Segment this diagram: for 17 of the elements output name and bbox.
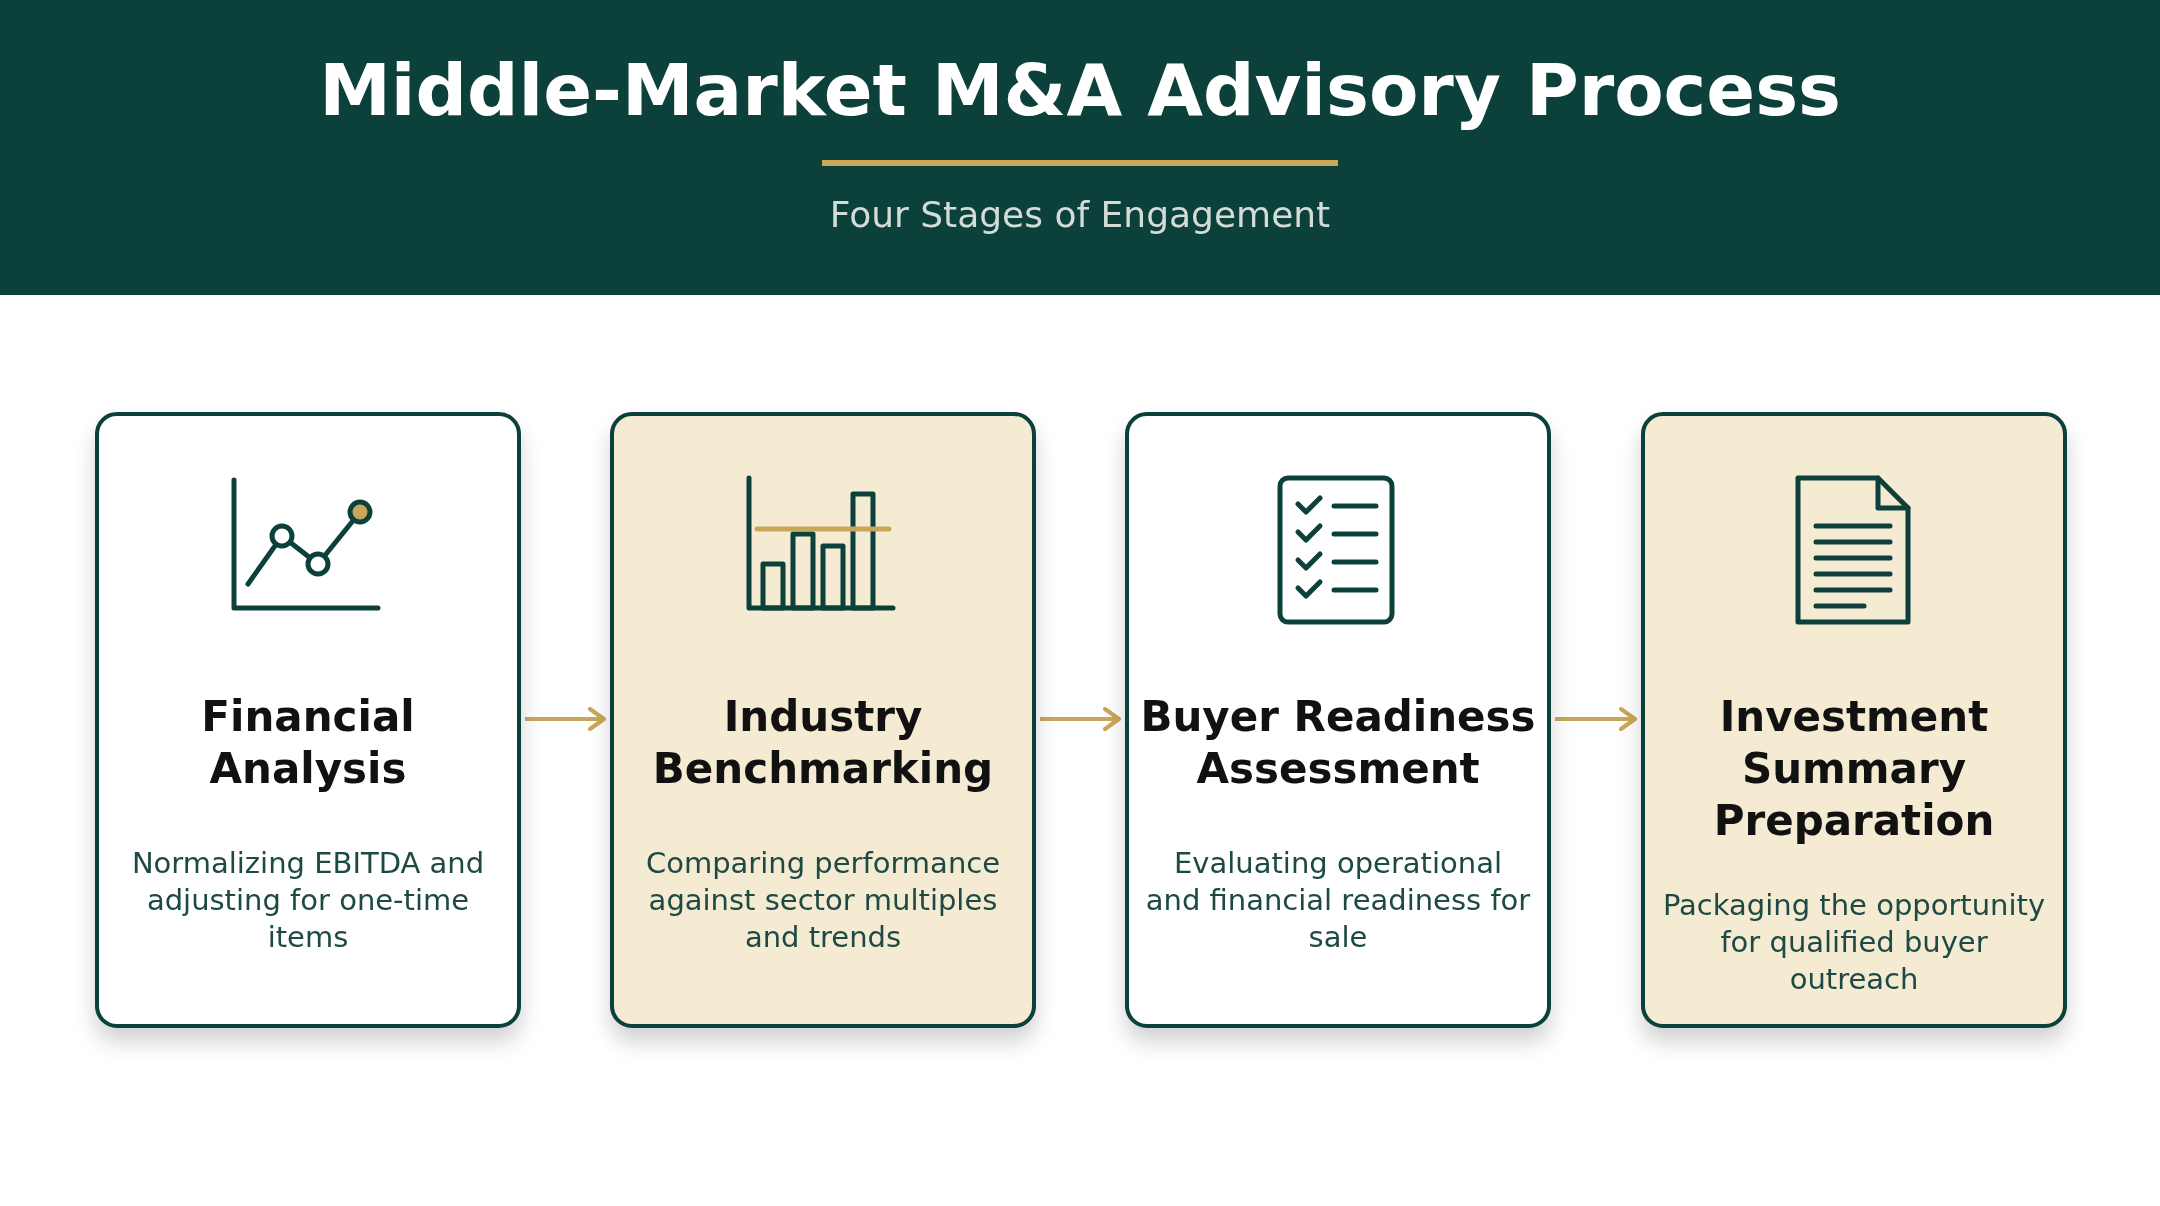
arrow (1040, 707, 1121, 731)
title: Middle-Market M&A Advisory Process (318, 48, 1842, 132)
stage-heading: Buyer Readiness Assessment (1139, 691, 1537, 795)
arrow (525, 707, 606, 731)
stage-card (1125, 412, 1551, 1028)
stage-card (1641, 412, 2067, 1028)
stage-description: Comparing performance against sector multiples and trends (644, 845, 1002, 956)
stage-description: Packaging the opportunity for qualified buyer outreach (1661, 887, 2047, 998)
stage-heading: Industry Benchmarking (651, 691, 995, 795)
stage-heading: Financial Analysis (200, 691, 416, 795)
arrow (1555, 707, 1637, 731)
stage-description: Evaluating operational and financial readiness for sale (1144, 845, 1532, 956)
stage-card (95, 412, 521, 1028)
subtitle: Four Stages of Engagement (828, 194, 1332, 235)
stage-description: Normalizing EBITDA and adjusting for one-time items (130, 845, 486, 956)
stage-heading: Investment Summary Preparation (1712, 691, 1996, 847)
stage-card (610, 412, 1036, 1028)
